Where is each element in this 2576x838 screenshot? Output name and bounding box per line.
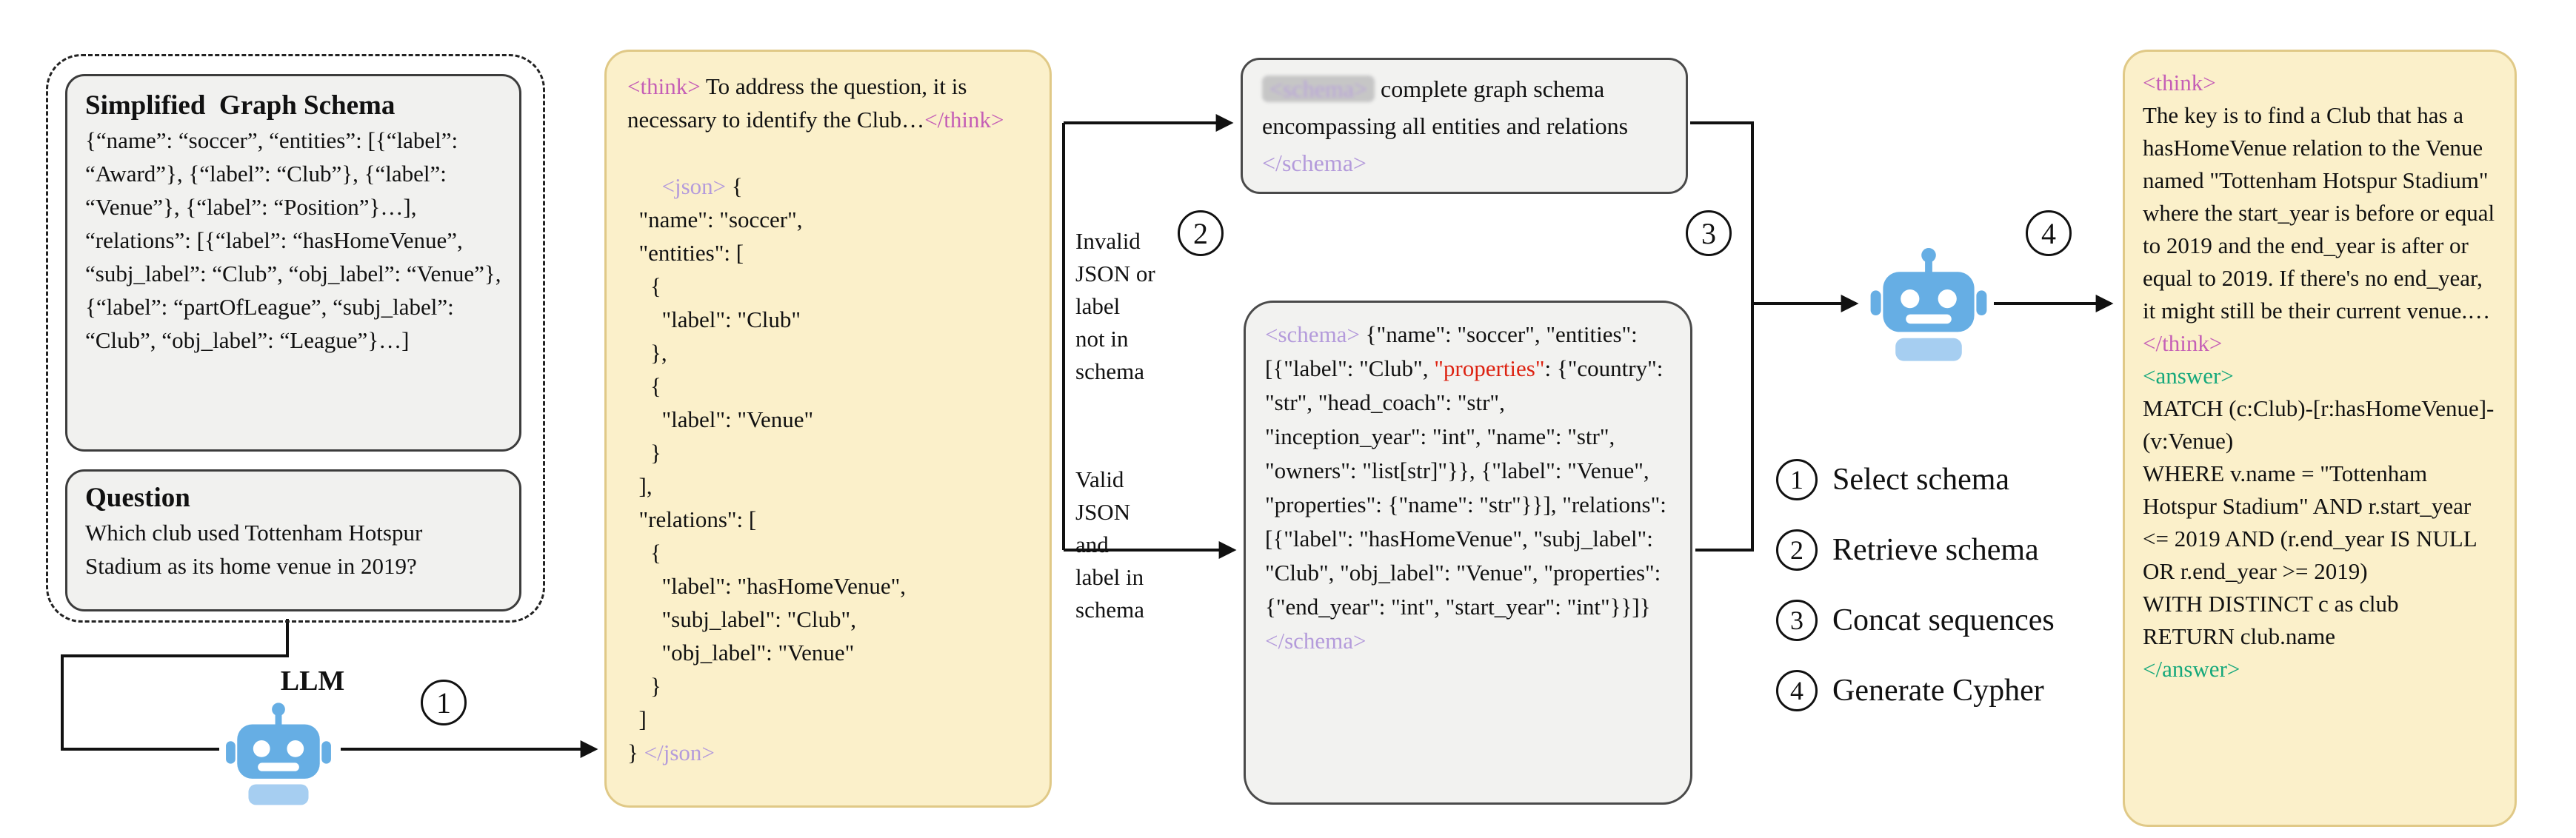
schema-box-body: {“name”: “soccer”, “entities”: [{“label”… [85, 127, 501, 353]
retrieved-schema-box: <schema> {"name": "soccer", "entities": … [1244, 301, 1692, 805]
step-1-number: 1 [436, 686, 451, 720]
step-3-badge: 3 [1686, 210, 1732, 256]
line-fullschema-to-junction [1695, 305, 1754, 552]
step-2-number: 2 [1193, 216, 1208, 250]
legend-item-retrieve-schema: 2 Retrieve schema [1776, 514, 2132, 585]
think-close-tag: </think> [924, 107, 1004, 133]
schema-json-part2: : {"country": "str", "head_coach": "str"… [1265, 355, 1666, 620]
legend-3-badge: 3 [1776, 599, 1818, 641]
think-open-tag: <think> [2143, 70, 2216, 95]
step-4-number: 4 [2041, 216, 2056, 250]
question-box-body: Which club used Tottenham Hotspur Stadiu… [85, 520, 423, 579]
legend-item-select-schema: 1 Select schema [1776, 444, 2132, 514]
final-think-text: The key is to find a Club that has a has… [2143, 102, 2495, 324]
think-close-tag: </think> [2143, 330, 2223, 356]
answer-close-tag: </answer> [2143, 656, 2240, 682]
legend-2-badge: 2 [1776, 529, 1818, 571]
legend-4-label: Generate Cypher [1832, 673, 2044, 708]
legend-2-label: Retrieve schema [1832, 532, 2039, 567]
step-3-number: 3 [1701, 216, 1716, 250]
schema-open-tag: <schema> [1265, 321, 1360, 347]
answer-open-tag: <answer> [2143, 363, 2234, 389]
llm-label: LLM [280, 666, 345, 697]
schema-close-tag: </schema> [1265, 628, 1367, 654]
json-body: { "name": "soccer", "entities": [ { "lab… [627, 173, 907, 765]
schema-close-tag: </schema> [1262, 150, 1367, 176]
robot-icon [1866, 244, 1991, 366]
panel1-think-block: <think> To address the question, it is n… [627, 70, 1029, 136]
legend-1-badge: 1 [1776, 458, 1818, 500]
llm-json-output-panel: <think> To address the question, it is n… [604, 50, 1052, 808]
json-close-tag: </json> [644, 740, 715, 765]
legend-3-label: Concat sequences [1832, 603, 2055, 637]
llm-cypher-output-panel: <think> The key is to find a Club that h… [2123, 50, 2517, 827]
json-open-tag: <json> [661, 173, 727, 199]
question-box: Question Which club used Tottenham Hotsp… [65, 469, 521, 611]
step-1-badge: 1 [421, 680, 467, 725]
invalid-branch-label: Invalid JSON or label not in schema [1075, 228, 1155, 384]
legend-item-generate-cypher: 4 Generate Cypher [1776, 655, 2132, 725]
complete-schema-box: <schema> complete graph schema encompass… [1241, 58, 1688, 194]
legend-1-label: Select schema [1832, 462, 2010, 497]
legend-4-badge: 4 [1776, 669, 1818, 711]
legend-item-concat-sequences: 3 Concat sequences [1776, 585, 2132, 655]
cypher-query-text: MATCH (c:Club)-[r:hasHomeVenue]-(v:Venue… [2143, 395, 2495, 649]
simplified-schema-box: Simplified Graph Schema {“name”: “soccer… [65, 74, 521, 452]
input-group [46, 54, 545, 623]
question-box-title: Question [85, 483, 190, 513]
think-text: To address the question, it is necessary… [627, 73, 967, 133]
schema-properties-highlight: "properties" [1434, 355, 1545, 381]
think-open-tag: <think> [627, 73, 701, 99]
schema-open-tag-blurred: <schema> [1262, 76, 1375, 102]
robot-icon [222, 699, 335, 810]
panel1-json-block: <json> { "name": "soccer", "entities": [… [627, 136, 1029, 802]
valid-branch-label: Valid JSON and label in schema [1075, 466, 1144, 623]
schema-box-title: Simplified Graph Schema [85, 90, 396, 121]
schema-short-text: complete graph schema encompassing all e… [1262, 76, 1629, 139]
steps-legend: 1 Select schema 2 Retrieve schema 3 Conc… [1776, 444, 2132, 725]
step-4-badge: 4 [2026, 210, 2072, 256]
step-2-badge: 2 [1178, 210, 1224, 256]
schema-json-part1: {"name": "soccer", "entities": [{"label"… [1265, 321, 1638, 381]
